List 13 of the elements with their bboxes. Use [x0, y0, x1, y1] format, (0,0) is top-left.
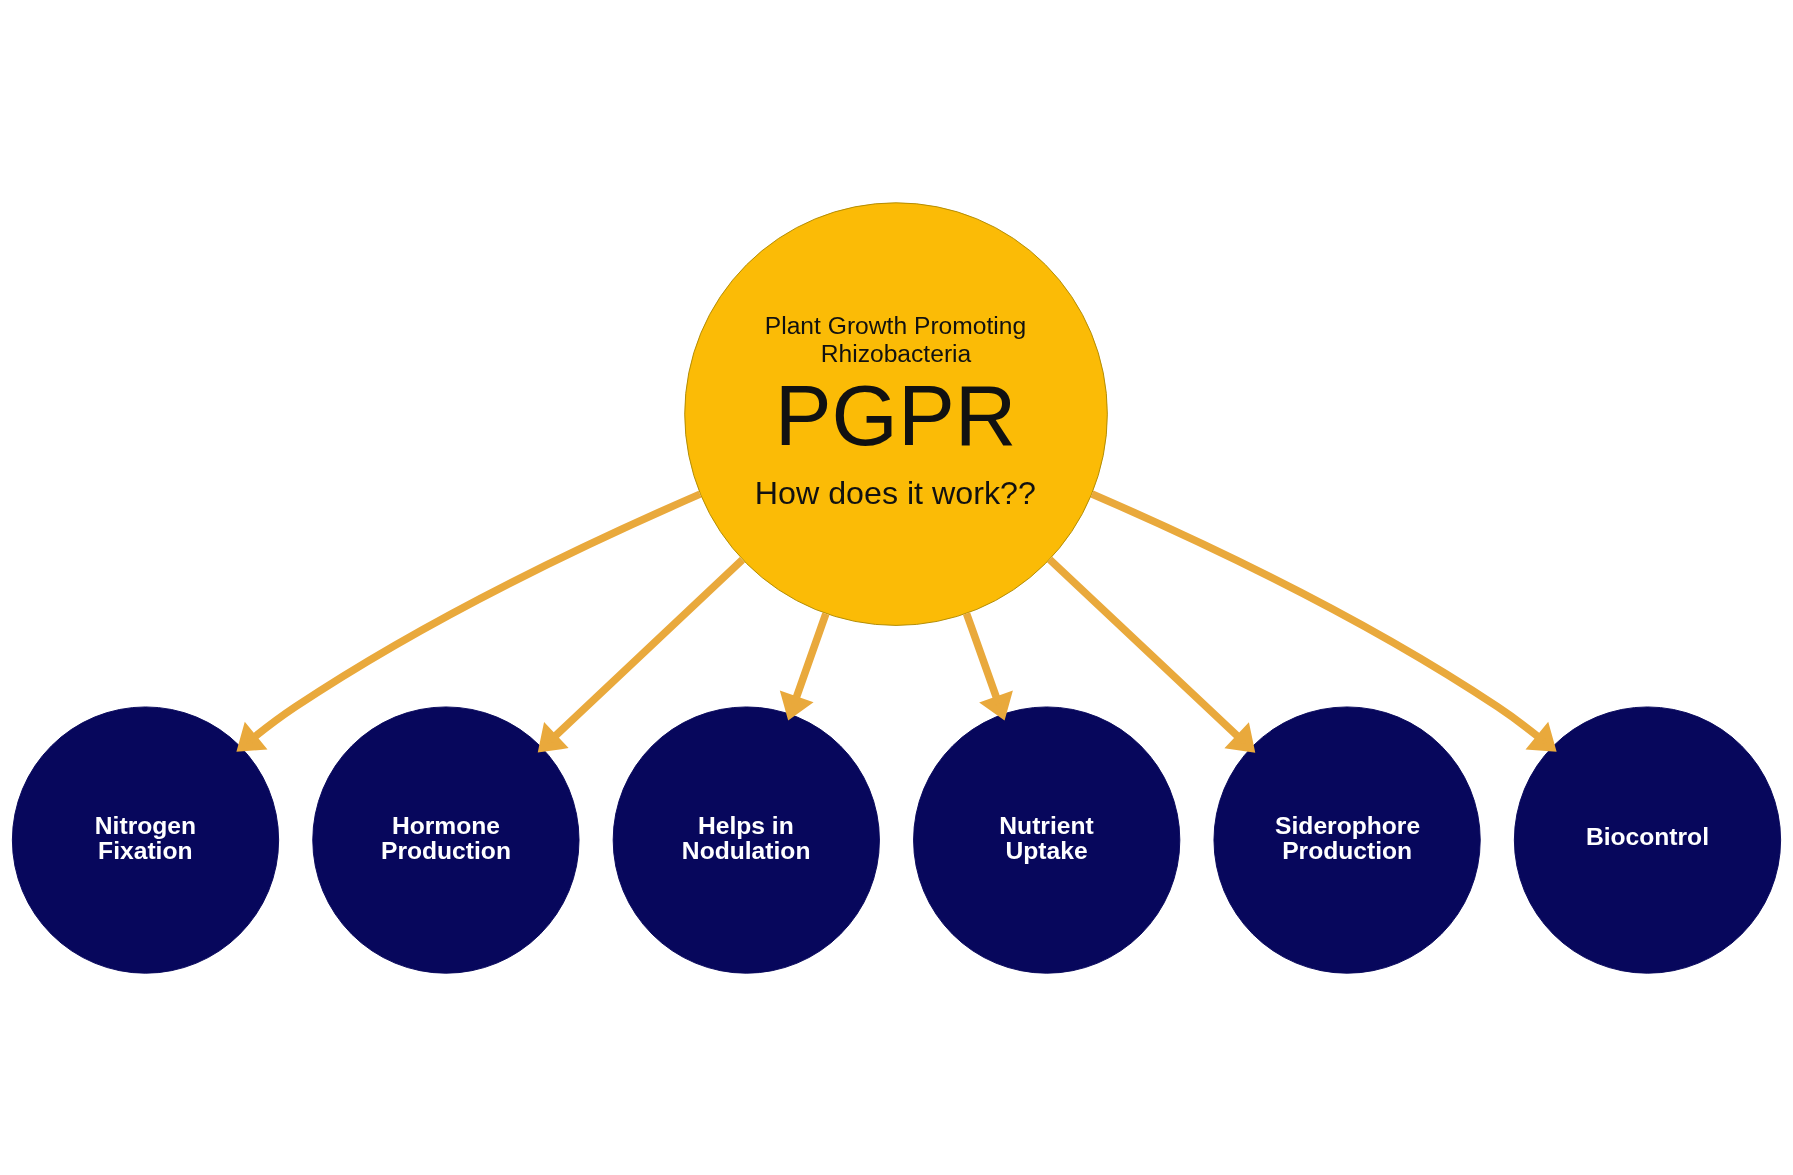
- arrow: [962, 611, 1013, 721]
- node-circle: Biocontrol: [1513, 705, 1782, 974]
- arrow: [1090, 489, 1557, 752]
- arrow: [537, 556, 745, 753]
- node-circle: Nitrogen Fixation: [11, 705, 280, 974]
- node-circle: Helps in Nodulation: [612, 705, 880, 974]
- node-circle: Siderophore Production: [1213, 705, 1481, 974]
- node-circle: Plant Growth Promoting Rhizobacteria PGPR How does it work??: [684, 201, 1108, 626]
- node-circle: Nutrient Uptake: [913, 705, 1181, 974]
- arrow: [1047, 556, 1256, 753]
- node-circle: Hormone Production: [312, 705, 580, 974]
- arrow: [779, 612, 830, 720]
- arrow: [236, 490, 702, 752]
